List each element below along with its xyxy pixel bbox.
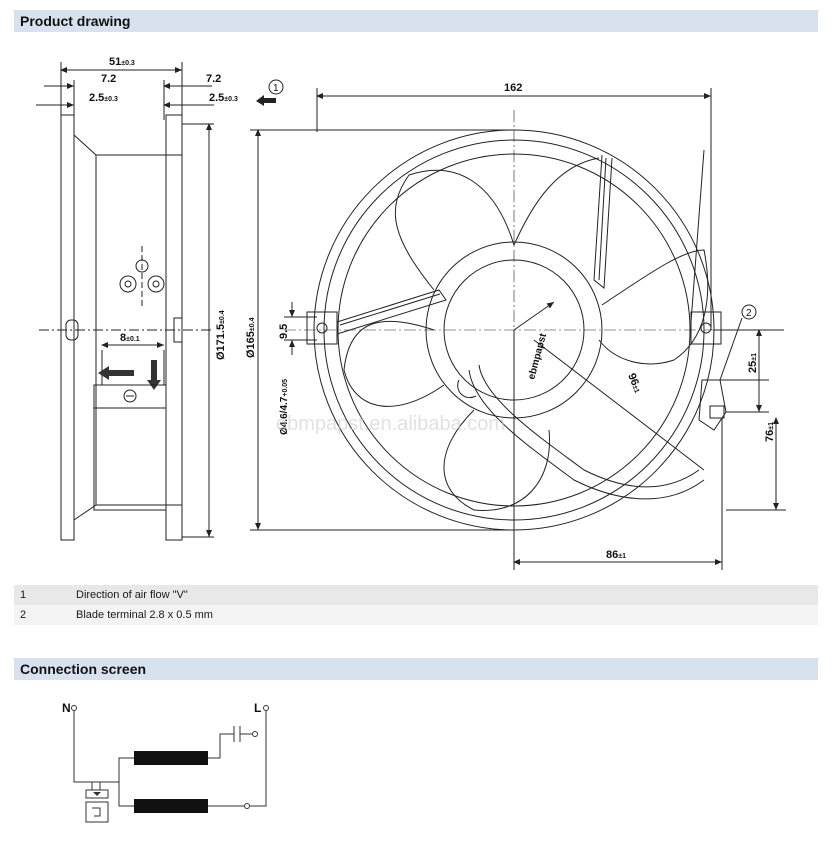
mount-lug-right [690,311,722,345]
dim-label-flange-left: 2.5±0.3 [89,92,118,104]
product-drawing: 51±0.3 7.2 7.2 2.5±0.3 2.5±0.3 8±0.1 Ø17… [36,56,786,570]
section-title: Product drawing [20,13,131,29]
blade-terminal [709,405,725,419]
section-title: Connection screen [20,661,147,677]
blade [394,169,515,291]
dim-label-hole-pitch: 9.5 [278,324,290,339]
legend-text: Direction of air flow "V" [70,585,818,605]
dim-label-term-v: 76±1 [764,422,776,442]
terminal-l [263,705,269,711]
callout-label-2: 2 [746,308,752,319]
shaft-nub [65,319,79,341]
section-header-connection-screen: Connection screen [14,658,818,680]
mount-lug-left [306,311,338,345]
dim-label-offset-right: 7.2 [206,73,221,85]
protector-symbol [92,807,101,817]
dim-label-side-dia: Ø171.5±0.4 [215,310,227,360]
legend-number: 2 [14,605,70,625]
front-view [250,88,786,570]
airflow-arrow-down-icon [147,360,161,390]
dim-label-term-offset: 86±1 [606,549,626,561]
thermal-protector [85,789,109,799]
winding-aux [134,799,208,813]
callout-circle-1 [268,79,284,95]
thermal-protector-icon [93,792,101,796]
section-header-product-drawing: Product drawing [14,10,818,32]
side-view [36,62,214,541]
dim-line-hub [513,301,555,331]
capacitor-terminal [252,731,258,737]
capacitor-terminal [244,803,250,809]
dim-label-hole-dia: Ø4.6/4.7+0.05 [279,379,290,435]
callout-circle-2 [741,304,757,320]
table-row: 1 Direction of air flow "V" [14,585,818,605]
airflow-direction-icon [256,95,276,106]
side-flange-left [60,114,75,541]
mount-hole-left [316,322,328,334]
blade [343,320,445,407]
legend-number: 1 [14,585,70,605]
strut-left [336,289,447,335]
side-lug [173,317,183,343]
terminal-n [71,705,77,711]
callout-leader-2 [719,317,743,381]
terminal-box [93,384,167,511]
wire [74,781,134,807]
terminal-label-n: N [62,701,71,715]
airflow-arrow-left-icon [98,366,134,380]
strut-right [690,149,705,323]
dim-line-radius [533,339,705,471]
mount-hole-right [700,322,712,334]
callout-label-1: 1 [273,83,279,94]
dim-label-offset-left: 7.2 [101,73,116,85]
watermark: ebmpapst.en.alibaba.com [276,413,505,435]
strut-top-inner [598,157,607,281]
blade [513,157,600,246]
table-row: 2 Blade terminal 2.8 x 0.5 mm [14,605,818,625]
screw-icon [152,280,160,288]
cable-channel [468,369,705,500]
dim-label-terminal: 8±0.1 [120,332,140,344]
dim-label-front-dia: Ø165±0.4 [245,317,257,358]
terminal-label-l: L [254,701,261,715]
terminal-block [698,379,727,431]
dim-label-term-h: 25±1 [747,353,759,373]
strut-top [593,154,613,289]
brand-logo: ebmpapst [526,332,549,381]
winding-main [134,751,208,765]
protector-box [85,801,109,823]
dim-label-width: 51±0.3 [109,56,135,68]
strut-left-inner [339,293,441,326]
connection-diagram: N L [62,701,269,823]
screw-icon [123,389,137,403]
dim-label-flange-right: 2.5±0.3 [209,92,238,104]
screw-icon [124,280,132,288]
wire [208,733,234,759]
legend-table: 1 Direction of air flow "V" 2 Blade term… [14,585,818,625]
screw-icon [147,275,165,293]
wire [73,711,134,783]
cable-channel [478,364,700,488]
wire [250,711,267,807]
side-housing-curve [73,134,97,521]
screw-icon [119,275,137,293]
dim-label-front-width: 162 [504,82,522,94]
blade [443,409,551,511]
blade [598,249,709,365]
legend-text: Blade terminal 2.8 x 0.5 mm [70,605,818,625]
cable-entry [457,379,477,398]
dim-label-radius: 96±1 [625,372,644,395]
